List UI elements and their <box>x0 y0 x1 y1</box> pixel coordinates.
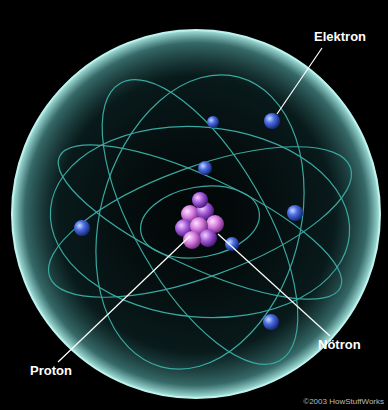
watermark: ©2003 HowStuffWorks <box>303 398 384 407</box>
atom-sphere <box>12 30 380 398</box>
part-label: Nötron <box>318 338 361 352</box>
leader-lines <box>58 48 330 362</box>
part-label: Elektron <box>314 30 366 44</box>
part-label: Proton <box>30 364 72 378</box>
orbits <box>31 51 369 393</box>
electrons <box>74 113 303 330</box>
nucleus <box>175 192 224 249</box>
